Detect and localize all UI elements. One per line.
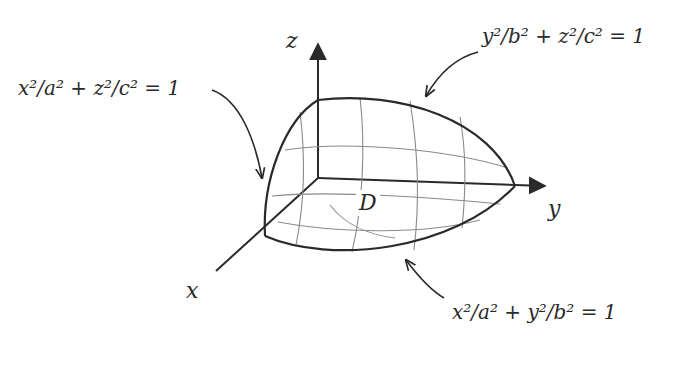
leader-arrow <box>212 52 478 298</box>
surface-boundary <box>265 98 515 250</box>
region-label: D <box>356 190 380 216</box>
z-axis <box>317 44 319 178</box>
y-axis <box>318 178 545 186</box>
axis-label: z <box>286 28 298 54</box>
equation-label: x²/a² + z²/c² = 1 <box>18 76 180 100</box>
surface-hatching <box>272 97 508 252</box>
tick <box>314 50 322 51</box>
equation-label: y²/b² + z²/c² = 1 <box>482 24 645 48</box>
axis-label: y <box>548 196 560 222</box>
equation-label: x²/a² + y²/b² = 1 <box>452 300 617 324</box>
axis-label: x <box>186 278 198 304</box>
